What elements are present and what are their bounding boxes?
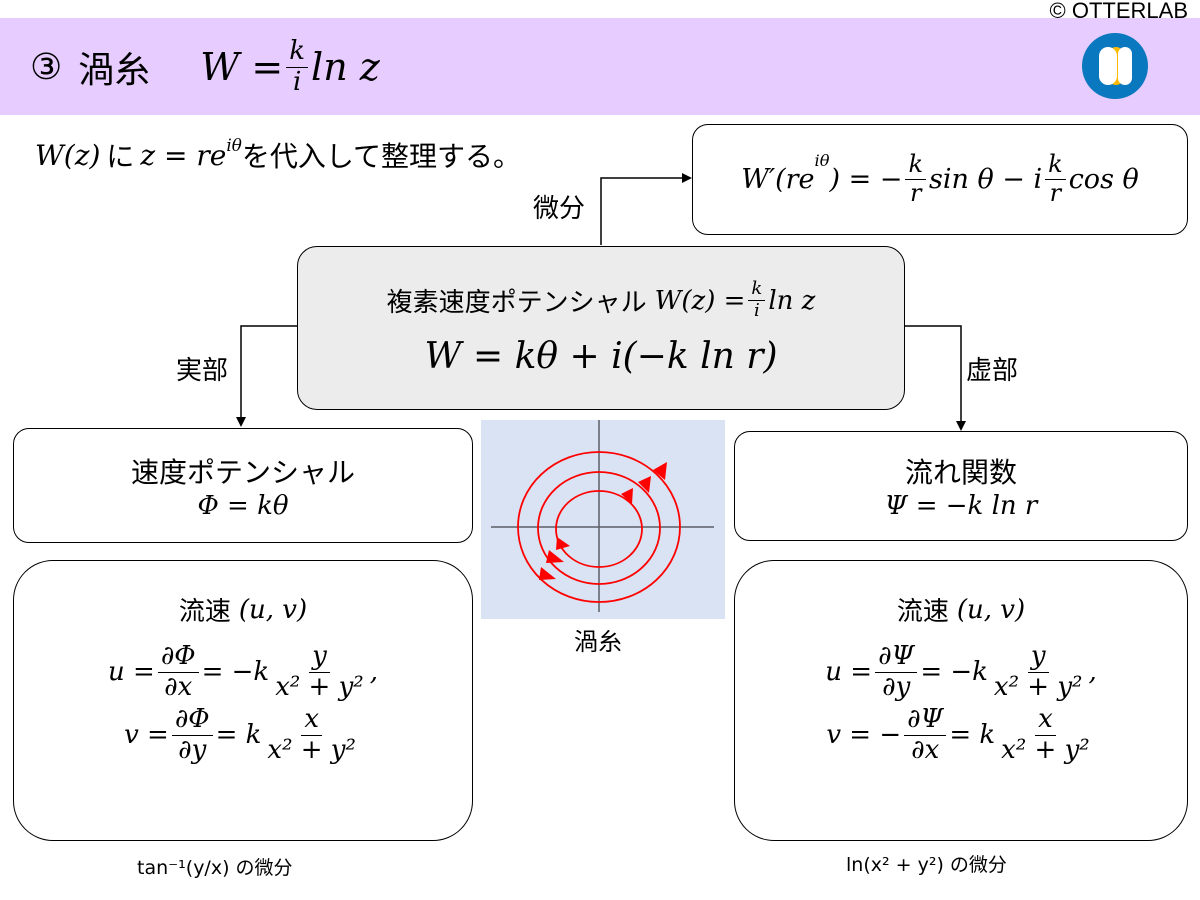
- intro-w: W(z): [35, 138, 101, 172]
- title-number: ③: [30, 46, 63, 88]
- left-v-mid: = k: [215, 720, 262, 751]
- center-eq-lhs: W(z) =: [654, 285, 746, 316]
- right-v-d2: x² + y²: [1001, 734, 1090, 765]
- figure-background: [481, 420, 725, 619]
- right-u-d1: ∂y: [882, 671, 911, 702]
- left-u-d2: x² + y²: [275, 671, 364, 702]
- left-u-n1: ∂Φ: [157, 641, 199, 673]
- left-v-d1: ∂y: [178, 734, 207, 765]
- right-v-n1: ∂Ψ: [904, 704, 947, 736]
- title-eq-den: i: [293, 66, 302, 97]
- right-u-end: ,: [1088, 657, 1097, 688]
- deriv-den: r: [909, 179, 922, 207]
- left-u-lhs: u =: [108, 657, 155, 688]
- left-u-end: ,: [369, 657, 378, 688]
- title-eq-lhs: W =: [200, 45, 284, 89]
- intro-z: z = re: [140, 138, 227, 172]
- left-flow-vars: (u, v): [238, 594, 308, 625]
- left-u-d1: ∂x: [164, 671, 193, 702]
- right-v-lhs: v = −: [826, 720, 902, 751]
- left-flow-title: 流速: [178, 597, 231, 627]
- deriv-den2: r: [1049, 179, 1062, 207]
- right-v-d1: ∂x: [911, 734, 940, 765]
- title-text: 渦糸: [78, 50, 151, 91]
- complex-potential-label: 複素速度ポテンシャル: [386, 288, 647, 318]
- deriv-num2: k: [1045, 151, 1066, 180]
- otterlab-logo: [1082, 33, 1148, 99]
- velocity-potential-eq: Φ = kθ: [197, 490, 289, 521]
- right-u-n1: ∂Ψ: [875, 641, 918, 673]
- deriv-sup: iθ: [814, 151, 830, 171]
- center-eq-den: i: [753, 300, 760, 321]
- right-v-mid: = k: [949, 720, 996, 751]
- center-eq-rhs: ln z: [768, 285, 816, 316]
- real-part-label: 実部: [176, 356, 229, 386]
- left-v-n2: x: [301, 704, 322, 736]
- derivative-label: 微分: [533, 194, 586, 224]
- left-u-mid: = −k: [201, 657, 270, 688]
- right-v-n2: x: [1035, 704, 1056, 736]
- streamlines: [517, 451, 681, 603]
- vortex-figure: [481, 420, 725, 619]
- left-v-d2: x² + y²: [267, 734, 356, 765]
- deriv-end: cos θ: [1068, 164, 1139, 195]
- figure-caption: 渦糸: [574, 628, 622, 656]
- center-eq-num: k: [748, 279, 766, 301]
- deriv-lhs2: ) = −: [829, 164, 903, 195]
- center-main-eq: W = kθ + i(−k ln r): [424, 335, 778, 377]
- right-u-n2: y: [1027, 641, 1049, 673]
- header-band: [0, 18, 1200, 115]
- left-u-n2: y: [309, 641, 330, 673]
- left-v-lhs: v =: [124, 720, 169, 751]
- right-u-d2: x² + y²: [993, 671, 1083, 702]
- right-flow-title: 流速: [896, 597, 949, 627]
- deriv-lhs: W′(re: [741, 164, 815, 195]
- right-u-lhs: u =: [825, 657, 873, 688]
- intro-sup: iθ: [226, 135, 242, 155]
- left-caption: tan⁻¹(y/x) の微分: [137, 857, 293, 879]
- deriv-mid: sin θ − i: [928, 164, 1043, 195]
- left-v-n1: ∂Φ: [171, 704, 213, 736]
- stream-function-box: 流れ関数 Ψ = −k ln r: [734, 431, 1188, 541]
- imag-part-label: 虚部: [966, 356, 1019, 386]
- stream-function-title: 流れ関数: [904, 456, 1017, 489]
- copyright: © OTTERLAB: [1049, 0, 1188, 23]
- velocity-potential-title: 速度ポテンシャル: [130, 455, 355, 489]
- right-caption: ln(x² + y²) の微分: [846, 854, 1007, 876]
- right-u-mid: = −k: [920, 657, 988, 688]
- deriv-num: k: [905, 151, 926, 180]
- velocity-potential-box: 速度ポテンシャル Φ = kθ: [13, 428, 473, 543]
- intro-rest: を代入して整理する。: [241, 140, 522, 173]
- intro-particle: に: [106, 140, 135, 173]
- stream-function-eq: Ψ = −k ln r: [884, 491, 1038, 521]
- flow-arrows: [539, 462, 667, 580]
- title-eq-num: k: [286, 36, 309, 68]
- title-eq-rhs: ln z: [311, 45, 380, 89]
- right-flow-vars: (u, v): [956, 594, 1026, 625]
